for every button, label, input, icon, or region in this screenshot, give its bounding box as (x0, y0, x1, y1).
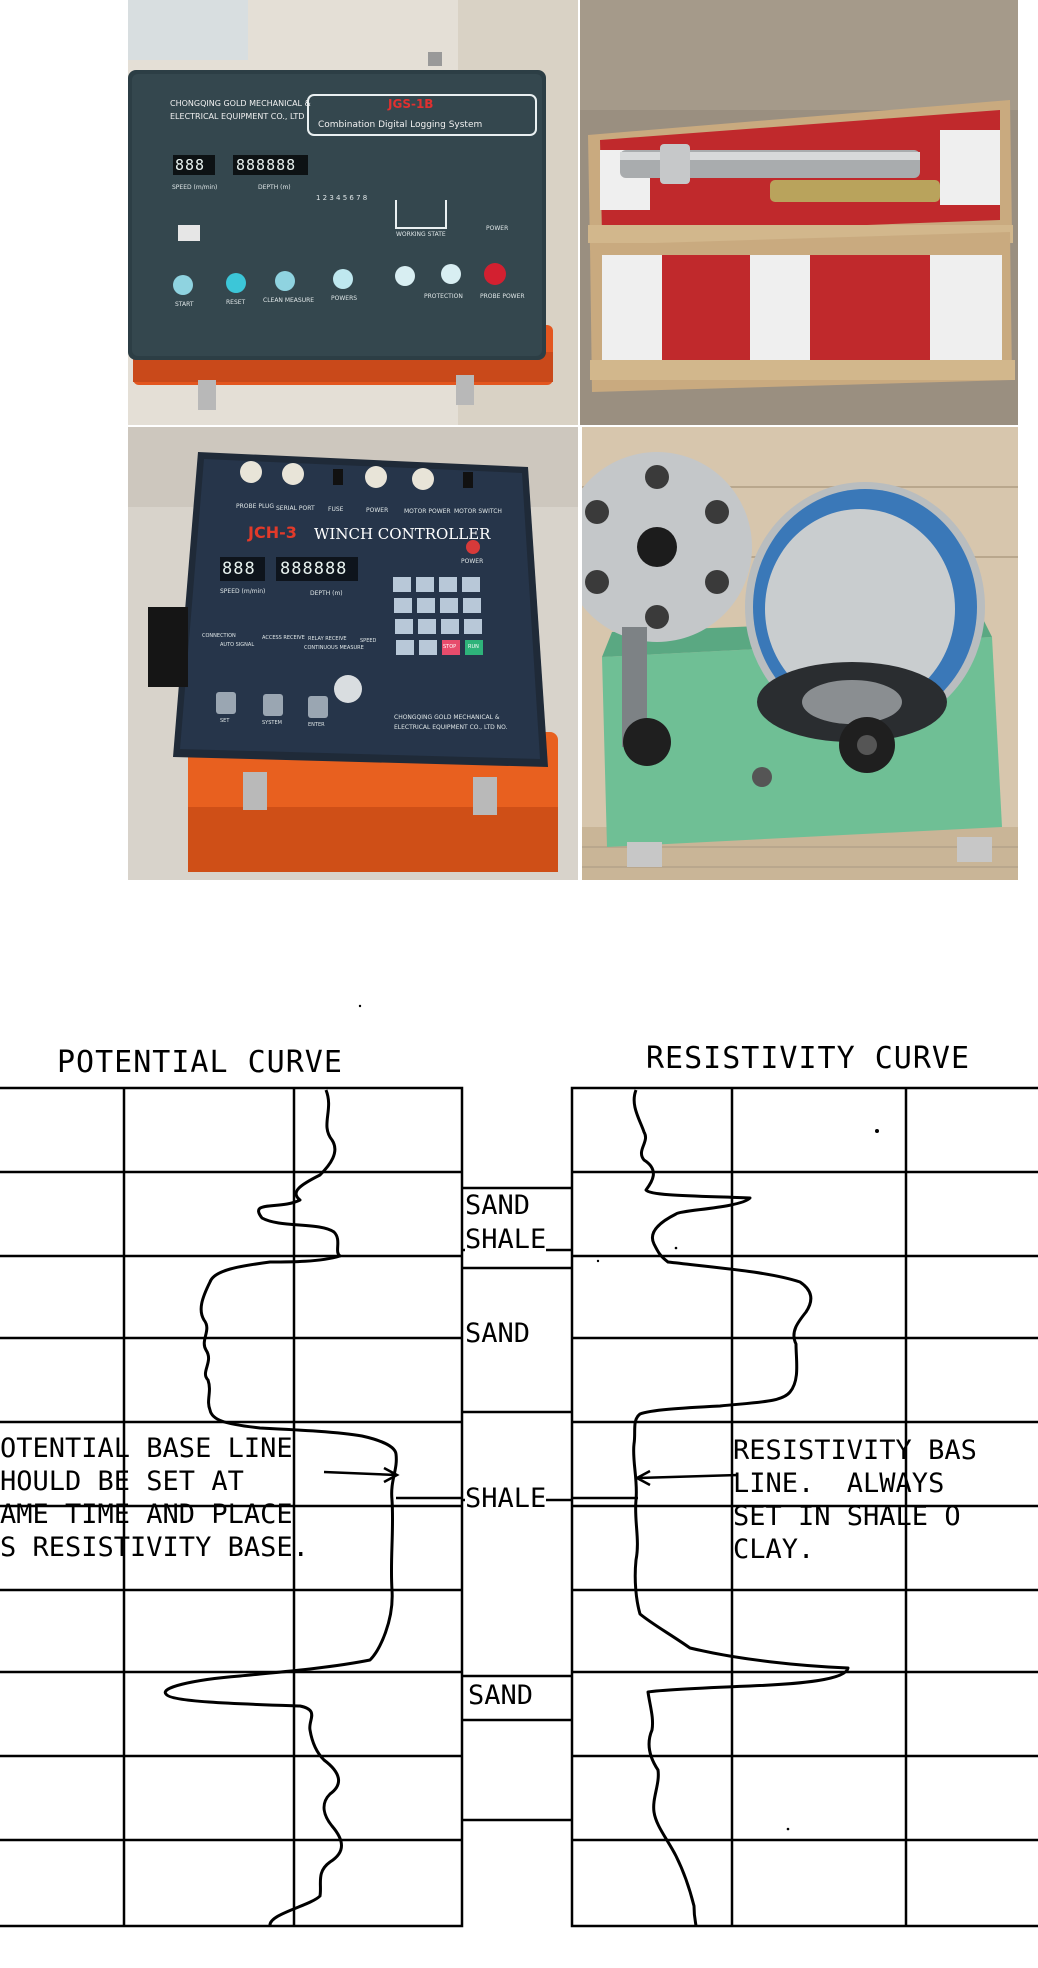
resistivity-base-line-note: RESISTIVITY BAS LINE. ALWAYS SET IN SHAL… (733, 1435, 977, 1565)
panel-speed-label: SPEED (m/min) (172, 184, 218, 191)
photo-probe-case (580, 0, 1018, 425)
winch-port-label-power: POWER (366, 507, 389, 514)
panel-power-label: POWER (486, 225, 509, 232)
winch-port-label-probe-plug: PROBE PLUG (236, 503, 275, 510)
winch-status-label-auto-signal: AUTO SIGNAL (220, 642, 255, 648)
potential-base-line-note: OTENTIAL BASE LINE HOULD BE SET AT AME T… (0, 1433, 309, 1563)
winch-port-label-serial-port: SERIAL PORT (276, 505, 315, 512)
potential-curve-grid (0, 1086, 464, 1928)
panel-button-label-reset: RESET (226, 299, 246, 306)
winch-status-label-continuous-measure: CONTINUOUS MEASURE (304, 645, 364, 651)
winch-depth-display: 888888 (280, 559, 348, 579)
winch-port-label-motor-power: MOTOR POWER (404, 508, 451, 515)
winch-button-label-enter: ENTER (308, 722, 325, 728)
winch-key-label-stop: STOP (443, 644, 457, 650)
winch-title: WINCH CONTROLLER (314, 525, 491, 543)
winch-speed-label: SPEED (m/min) (220, 588, 266, 595)
photo-logging-system-panel: CHONGQING GOLD MECHANICAL & ELECTRICAL E… (128, 0, 578, 425)
layer-label-shale-2: SHALE (465, 1483, 547, 1514)
winch-status-label-connection: CONNECTION (202, 633, 236, 639)
probe-case-image (580, 0, 1018, 425)
potential-base-arrow (323, 1466, 400, 1484)
panel-channel-numbers: 1 2 3 4 5 6 7 8 (316, 194, 368, 202)
winch-depth-label: DEPTH (m) (310, 590, 343, 597)
winch-port-label-motor-switch: MOTOR SWITCH (454, 508, 502, 515)
panel-working-state-label: WORKING STATE (396, 231, 446, 238)
panel-button-label-protection: PROTECTION (424, 293, 463, 300)
log-curve-diagram: POTENTIAL CURVE RESISTIVITY CURVE SAND S… (0, 1000, 1038, 1968)
winch-speed-display: 888 (222, 559, 256, 579)
panel-speed-display: 888 (175, 156, 206, 174)
panel-button-label-powers: POWERS (331, 295, 358, 302)
potential-curve (163, 1089, 398, 1927)
layer-label-sand-1: SAND (465, 1190, 531, 1221)
photo-winch-controller: PROBE PLUG SERIAL PORT FUSE POWER MOTOR … (128, 427, 578, 880)
panel-company-line2: ELECTRICAL EQUIPMENT CO., LTD (170, 112, 305, 121)
winch-port-label-fuse: FUSE (328, 506, 344, 513)
winch-power-label: POWER (461, 558, 484, 565)
winch-status-label-speed: SPEED (360, 638, 377, 644)
layer-label-sand-3: SAND (468, 1680, 534, 1711)
winch-key-label-run: RUN (468, 644, 479, 650)
winch-model: JCH-3 (248, 523, 297, 542)
resistivity-curve-grid (570, 1086, 1038, 1928)
photo-cable-winch (582, 427, 1018, 880)
potential-curve-title: POTENTIAL CURVE (57, 1045, 343, 1080)
panel-depth-label: DEPTH (m) (258, 184, 291, 191)
panel-depth-display: 888888 (236, 156, 297, 174)
logging-system-panel-image (128, 0, 578, 425)
layer-label-shale-1: SHALE (465, 1224, 547, 1255)
winch-button-label-system: SYSTEM (262, 720, 282, 726)
panel-button-label-clean-measure: CLEAN MEASURE (263, 297, 315, 304)
resistivity-curve-title: RESISTIVITY CURVE (646, 1041, 971, 1076)
resistivity-curve (632, 1089, 850, 1927)
winch-company-line2: ELECTRICAL EQUIPMENT CO., LTD NO. (394, 724, 508, 731)
winch-status-label-relay-receive: RELAY RECEIVE (308, 636, 347, 642)
panel-model: JGS-1B (388, 97, 434, 111)
winch-controller-image (128, 427, 578, 880)
winch-button-label-set: SET (220, 718, 230, 724)
layer-label-sand-2: SAND (465, 1318, 531, 1349)
panel-button-label-start: START (175, 301, 194, 308)
panel-subtitle: Combination Digital Logging System (318, 120, 483, 130)
cable-winch-image (582, 427, 1018, 880)
winch-company-line1: CHONGQING GOLD MECHANICAL & (394, 714, 500, 721)
resistivity-base-arrow (634, 1469, 739, 1487)
panel-button-label-probe-power: PROBE POWER (480, 293, 525, 300)
winch-status-label-access-receive: ACCESS RECEIVE (262, 635, 305, 641)
panel-company-line1: CHONGQING GOLD MECHANICAL & (170, 99, 311, 108)
